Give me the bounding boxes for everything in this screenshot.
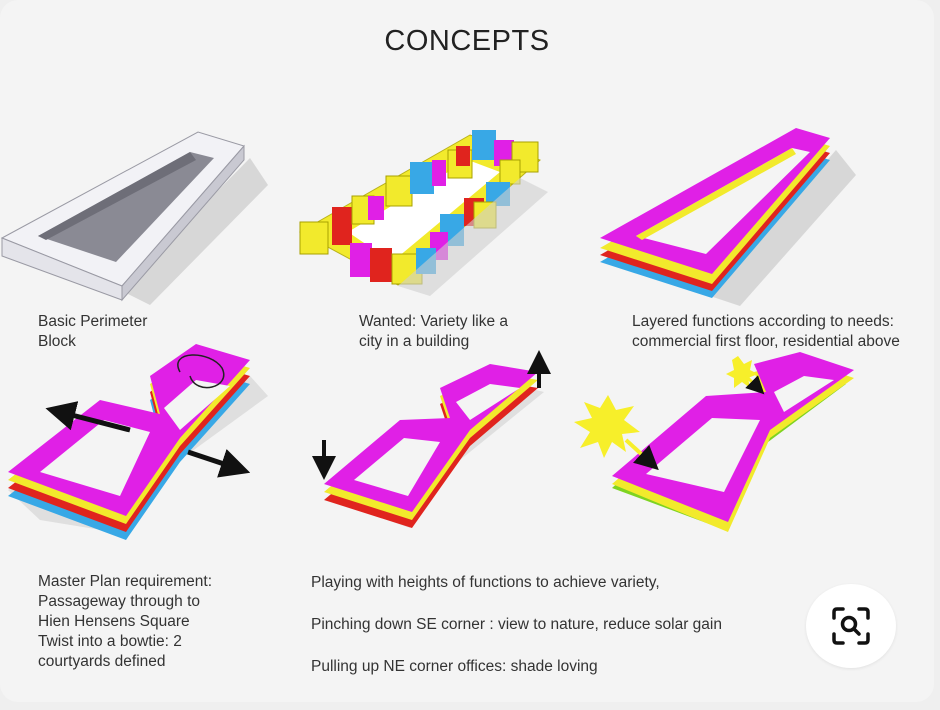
visual-search-button[interactable]	[806, 584, 896, 668]
small-sun-icon	[726, 356, 758, 388]
caption-line: Block	[38, 333, 76, 350]
caption-layered-functions: Layered functions according to needs: co…	[632, 312, 900, 352]
caption-line: commercial first floor, residential abov…	[632, 333, 900, 350]
bowtie-twist-model	[8, 344, 268, 540]
caption-line: Layered functions according to needs:	[632, 313, 894, 330]
caption-heights: Playing with heights of functions to ach…	[311, 574, 660, 591]
caption-variety: Wanted: Variety like a city in a buildin…	[359, 312, 508, 352]
caption-line: courtyards defined	[38, 653, 166, 670]
basic-perimeter-block-model	[0, 131, 268, 305]
sun-icon	[574, 395, 640, 458]
caption-basic-perimeter: Basic Perimeter Block	[38, 312, 147, 352]
caption-line: Passageway through to	[38, 593, 200, 610]
caption-line: Master Plan requirement:	[38, 573, 213, 590]
layered-functions-model	[600, 128, 856, 306]
caption-master-plan: Master Plan requirement: Passageway thro…	[38, 572, 212, 672]
caption-line: Twist into a bowtie: 2	[38, 633, 182, 650]
variety-blocks-model	[298, 130, 548, 296]
solar-orientation-model	[574, 352, 854, 532]
caption-pinching: Pinching down SE corner : view to nature…	[311, 616, 722, 633]
heights-variety-model	[312, 350, 551, 528]
caption-line: city in a building	[359, 333, 470, 350]
caption-line: Basic Perimeter	[38, 313, 148, 330]
caption-line: Wanted: Variety like a	[359, 313, 509, 330]
visual-search-icon	[832, 607, 870, 645]
caption-line: Hien Hensens Square	[38, 613, 190, 630]
page-title: CONCEPTS	[384, 25, 550, 57]
caption-pulling: Pulling up NE corner offices: shade lovi…	[311, 658, 598, 675]
